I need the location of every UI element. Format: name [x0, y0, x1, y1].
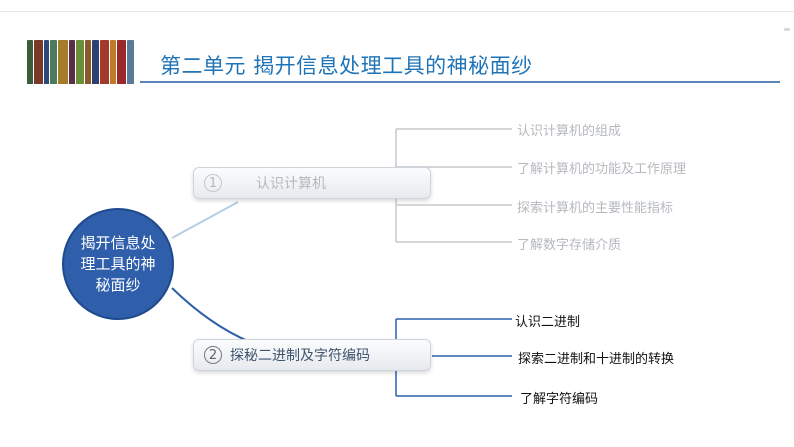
center-to-branch-2-line	[171, 287, 251, 343]
center-to-branch-1-line	[171, 201, 239, 239]
book-spine	[34, 40, 43, 84]
page-title: 第二单元 揭开信息处理工具的神秘面纱	[160, 54, 533, 78]
branch-1-number: 1	[204, 174, 222, 192]
book-spine	[68, 40, 75, 84]
branch-2-number: 2	[204, 346, 222, 364]
book-spine	[27, 40, 34, 84]
book-spine	[58, 40, 68, 84]
branch-2-label: 探秘二进制及字符编码	[230, 348, 370, 364]
book-spine	[99, 40, 110, 84]
branch-1-leaf-2: 了解计算机的功能及工作原理	[517, 162, 687, 177]
branch-2-leaf-3: 了解字符编码	[520, 392, 599, 407]
branch-1-label: 认识计算机	[256, 176, 326, 192]
title-underline	[140, 81, 780, 83]
branch-node-2: 2 探秘二进制及字符编码	[193, 339, 431, 371]
book-spine	[50, 40, 58, 84]
branch-node-1: 1 认识计算机	[193, 167, 431, 199]
center-node: 揭开信息处理工具的神秘面纱	[62, 208, 174, 320]
book-spine	[110, 40, 117, 84]
branch-1-leaf-4: 了解数字存储介质	[517, 238, 622, 253]
corner-mark	[784, 28, 790, 31]
branch-1-leaf-3: 探索计算机的主要性能指标	[517, 201, 674, 216]
branch-2-leaf-1: 认识二进制	[515, 315, 581, 330]
book-spine	[43, 40, 50, 84]
branch-2-bracket	[395, 318, 512, 397]
branch-2-leaf-2: 探索二进制和十进制的转换	[518, 352, 675, 367]
book-spine	[117, 40, 126, 84]
book-spine	[75, 40, 85, 84]
branch-1-leaf-1: 认识计算机的组成	[517, 124, 622, 139]
books-logo	[27, 40, 135, 84]
book-spine	[126, 40, 135, 84]
book-spine	[91, 40, 99, 84]
top-divider	[0, 11, 794, 12]
book-spine	[85, 40, 91, 84]
center-label: 揭开信息处理工具的神秘面纱	[80, 233, 156, 294]
